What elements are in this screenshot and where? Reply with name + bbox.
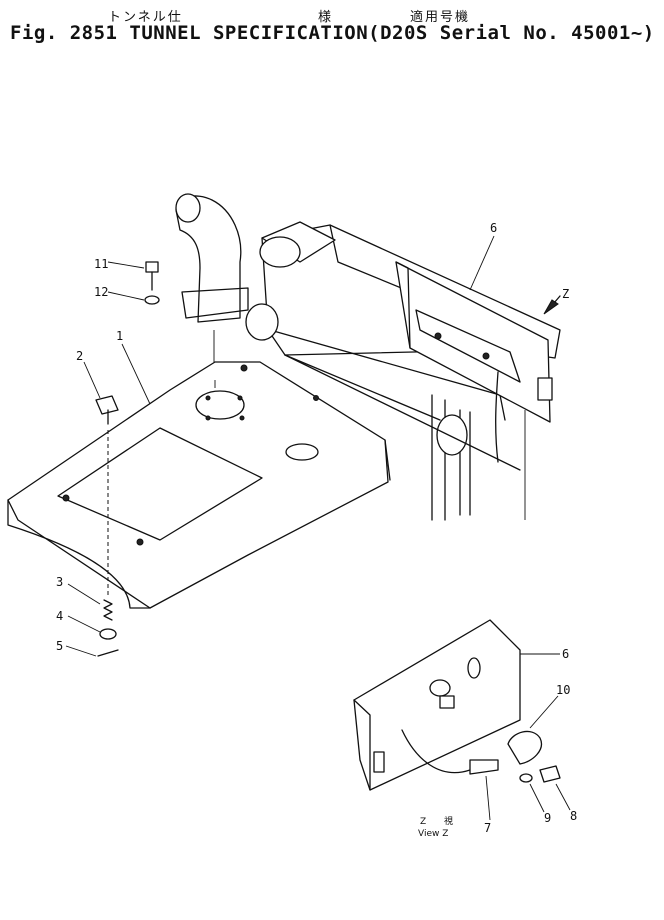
title-japanese-3: 適用号機 [410,10,471,25]
view-z-detail [353,619,561,791]
callout-11: 11 [94,257,108,271]
callout-5: 5 [56,639,63,653]
view-z-en: View Z [418,829,448,839]
view-z-caption: Z 視 View Z [418,815,453,839]
leader-lines [65,235,571,821]
callout-3: 3 [56,575,63,589]
callout-8: 8 [570,809,577,823]
callout-2: 2 [76,349,83,363]
callout-6-upper: 6 [490,221,497,235]
callout-4: 4 [56,609,63,623]
callout-9: 9 [544,811,551,825]
callout-7: 7 [484,821,491,835]
callout-12: 12 [94,285,108,299]
panel-upper [395,261,553,463]
view-z-jp-letter: Z [420,817,426,827]
figure-title: Fig. 2851 TUNNEL SPECIFICATION(D20S Seri… [10,22,655,44]
title-japanese-2: 様 [318,10,334,25]
callout-labels: 1 2 3 4 5 6 6 7 8 9 10 11 12 Z [56,221,577,835]
bolt-and-washer [144,261,160,305]
callout-1: 1 [116,329,123,343]
cover-lock [95,395,119,657]
view-z-jp-word: 視 [444,815,453,827]
callout-10: 10 [556,683,570,697]
callout-view-z: Z [562,287,569,301]
callout-6-lower: 6 [562,647,569,661]
title-japanese-1: トンネル仕 [108,10,183,25]
tunnel-cover [7,361,391,609]
exhaust-pipe [175,193,249,378]
